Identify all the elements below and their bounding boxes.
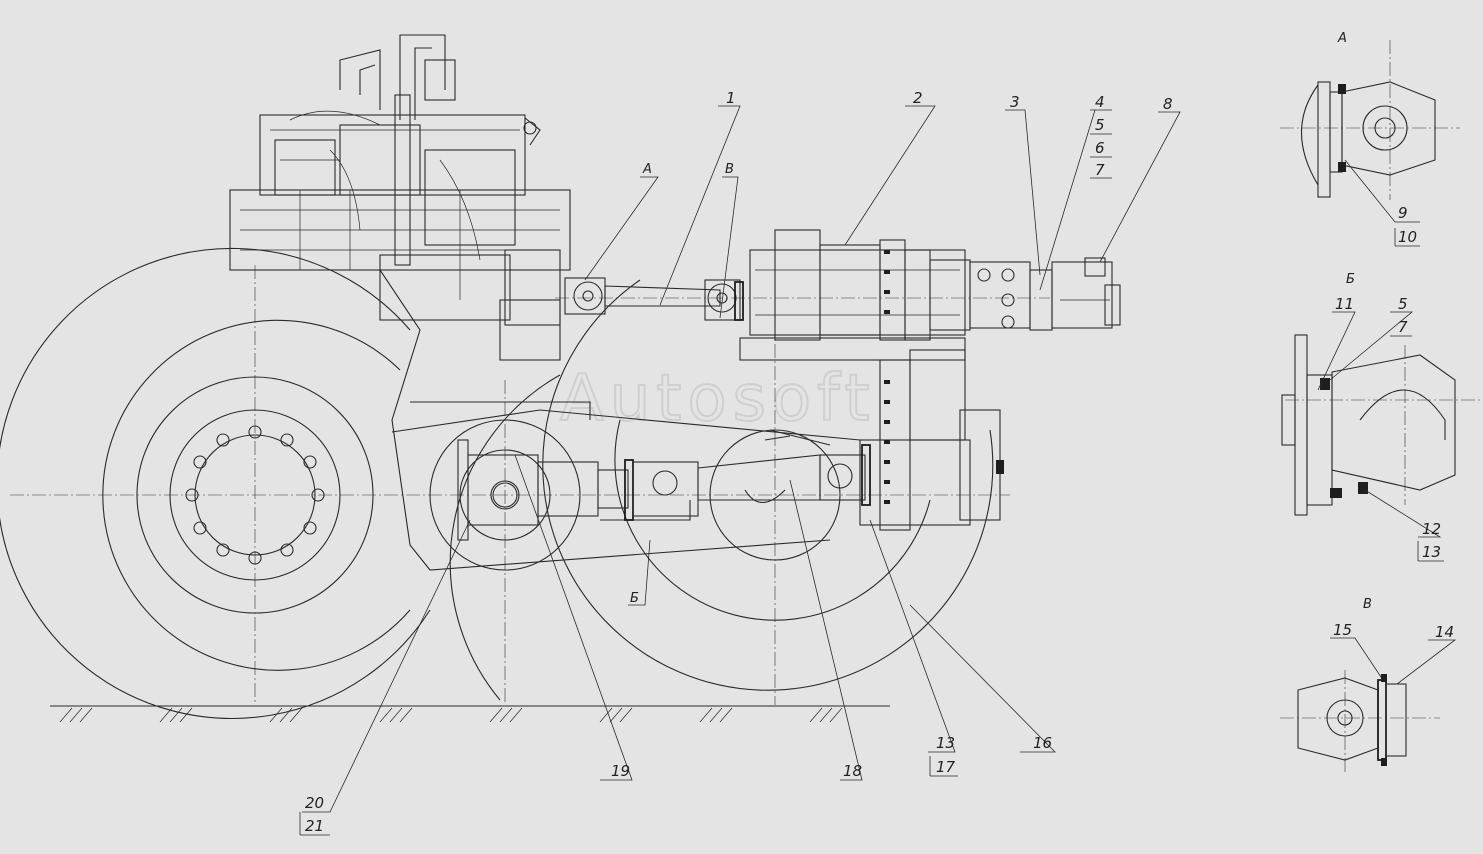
callout-4: 4 <box>1095 93 1105 111</box>
callout-labels: 1 2 3 4 5 6 7 8 9 10 11 5 7 12 13 14 15 … <box>299 89 1454 836</box>
callout-3: 3 <box>1010 93 1020 111</box>
callout-10: 10 <box>1398 228 1417 246</box>
callout-15: 15 <box>1333 621 1352 639</box>
callout-17: 17 <box>936 758 956 776</box>
callout-7-detail: 7 <box>1398 318 1408 336</box>
watermark: Autosoft <box>560 362 876 436</box>
callout-19: 19 <box>611 762 630 780</box>
view-marker-a: А <box>642 162 652 177</box>
callout-13-main: 13 <box>936 734 955 752</box>
callout-7: 7 <box>1095 161 1105 179</box>
ground-line <box>50 705 890 723</box>
cardan-shaft-rear <box>457 429 871 541</box>
callout-16: 16 <box>1033 734 1052 752</box>
detail-view-v <box>1280 637 1457 775</box>
callout-18: 18 <box>843 762 862 780</box>
view-marker-v: В <box>725 162 734 177</box>
callout-9: 9 <box>1398 204 1408 222</box>
callout-13: 13 <box>1422 543 1441 561</box>
detail-view-a <box>1280 40 1460 223</box>
rear-wheel-front <box>429 374 581 701</box>
callout-6: 6 <box>1095 139 1105 157</box>
callout-8: 8 <box>1163 95 1173 113</box>
callout-14: 14 <box>1435 623 1454 641</box>
front-wheel <box>0 247 431 719</box>
detail-title-b: Б <box>1346 272 1355 287</box>
callout-11: 11 <box>1335 295 1354 313</box>
view-marker-b: Б <box>630 591 639 606</box>
detail-title-a: А <box>1337 31 1347 46</box>
callout-20: 20 <box>305 794 324 812</box>
callout-12: 12 <box>1422 520 1441 538</box>
center-lines <box>10 265 1050 705</box>
leader-lines <box>302 105 1181 813</box>
callout-5-detail: 5 <box>1398 295 1408 313</box>
detail-view-b <box>1281 311 1480 538</box>
gearbox <box>739 229 1121 531</box>
view-markers: А В Б А Б В <box>630 31 1372 612</box>
detail-title-v: В <box>1363 597 1372 612</box>
callout-21: 21 <box>305 817 324 835</box>
engine <box>229 34 571 361</box>
callout-2: 2 <box>913 89 923 107</box>
callout-1: 1 <box>726 89 736 107</box>
callout-5: 5 <box>1095 116 1105 134</box>
cardan-shaft-1 <box>564 277 744 321</box>
rear-wheel-back <box>542 279 994 691</box>
